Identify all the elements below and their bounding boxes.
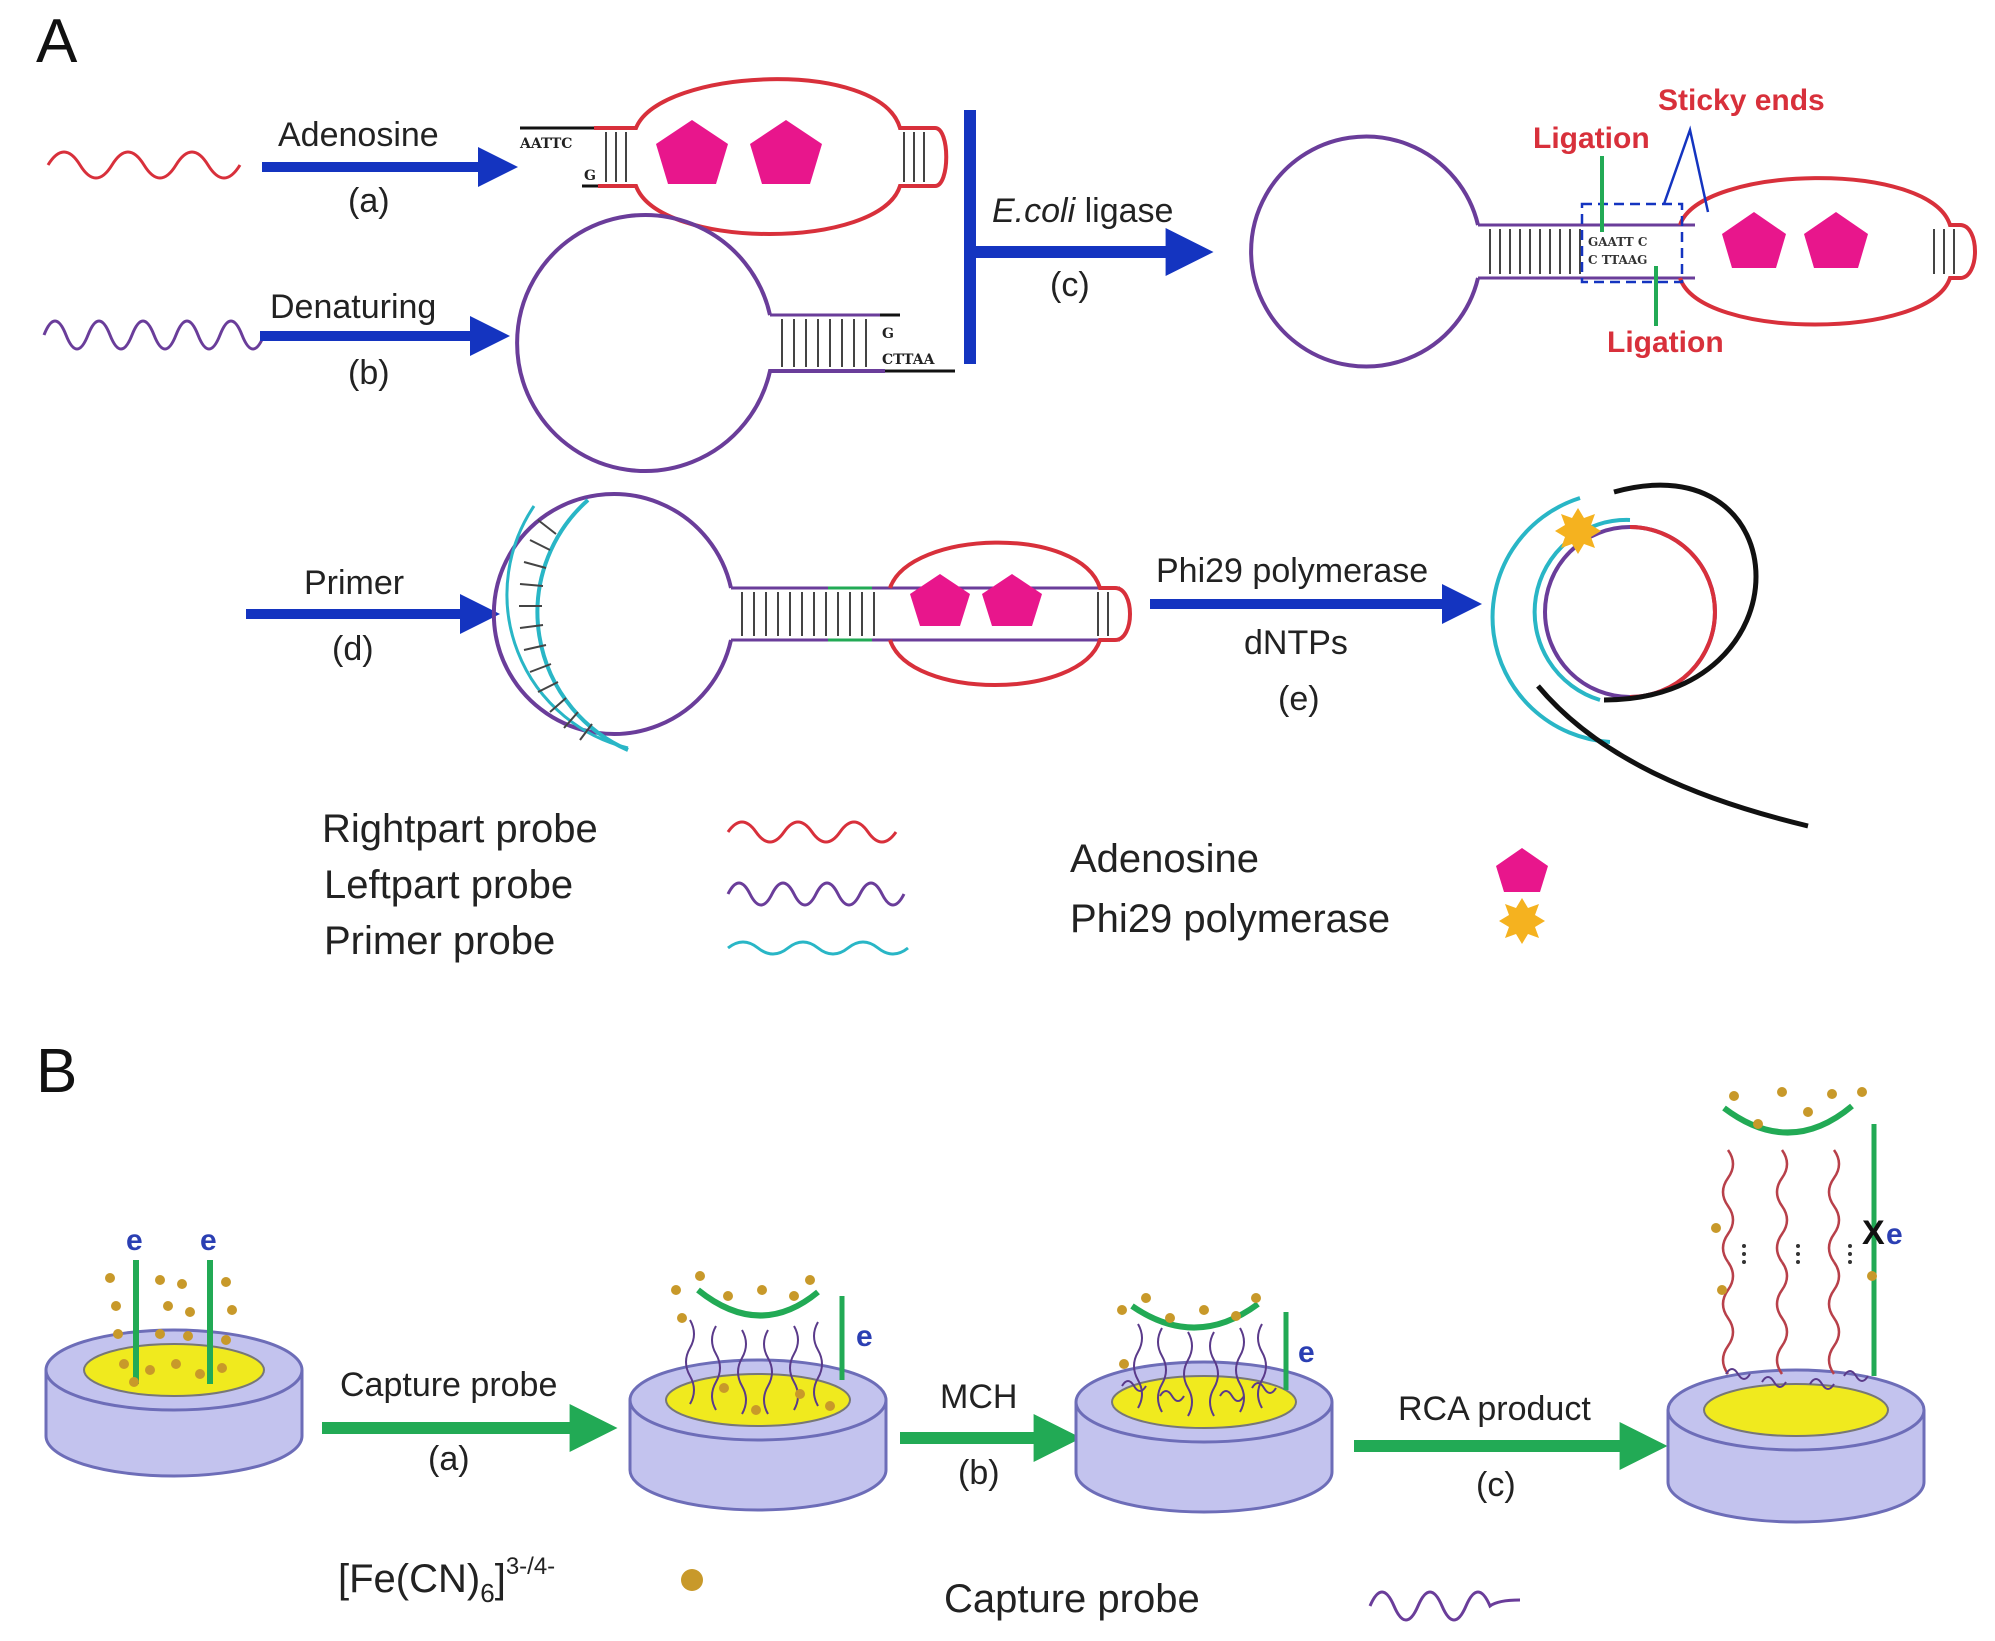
- step-b-label-c: (c): [1476, 1466, 1516, 1504]
- adenosine-icon: [1722, 212, 1786, 268]
- reagent-primer: Primer: [304, 564, 404, 602]
- seq-aattc: AATTC: [519, 136, 572, 152]
- panel-label-a: A: [36, 7, 78, 76]
- electrode-rca-product: X e: [1666, 1087, 1926, 1524]
- adenosine-icon: [1804, 212, 1868, 268]
- legend-redox-dot: [681, 1569, 703, 1591]
- adenosine-icon: [982, 574, 1042, 626]
- reagent-denaturing: Denaturing: [270, 288, 436, 326]
- label-ligation-bottom: Ligation: [1607, 326, 1724, 359]
- legend-adenosine-icon: [1496, 848, 1548, 892]
- adenosine-icon: [910, 574, 970, 626]
- blocked-mark: X: [1862, 1214, 1885, 1252]
- legend-rightpart-label: Rightpart probe: [322, 807, 598, 851]
- electron-label: e: [1886, 1218, 1903, 1251]
- seq-cttaa: CTTAA: [882, 352, 936, 368]
- phi29-icon: [1555, 508, 1601, 554]
- electron-label: e: [1298, 1336, 1315, 1369]
- step-label-d: (d): [332, 630, 374, 668]
- step-label-e: (e): [1278, 680, 1320, 718]
- electron-label: e: [126, 1224, 143, 1257]
- reagent-ecoli-ligase: E.coli ligase: [992, 192, 1173, 230]
- legend-capture-probe-label: Capture probe: [944, 1577, 1200, 1621]
- step-label-c: (c): [1050, 266, 1090, 304]
- legend-ferricyanide-label: [Fe(CN)6]3-/4-: [338, 1553, 555, 1608]
- primer-bound-probe: [491, 492, 1132, 752]
- legend-primer-label: Primer probe: [324, 919, 555, 963]
- reagent-capture-probe: Capture probe: [340, 1366, 557, 1404]
- sticky-ends-box: [1580, 202, 1684, 284]
- rightpart-probe-strand: [46, 150, 242, 180]
- electrode-mch-blocked: e: [1074, 1293, 1334, 1514]
- leftpart-probe-hairpin: G CTTAA: [515, 213, 955, 473]
- seq-cttaag: C TTAAG: [1588, 253, 1647, 267]
- legend-leftpart-label: Leftpart probe: [324, 863, 573, 907]
- step-b-label-a: (a): [428, 1440, 470, 1478]
- label-sticky-ends: Sticky ends: [1658, 84, 1825, 117]
- sticky-ends-pointer: [1662, 125, 1710, 213]
- legend-phi29-label: Phi29 polymerase: [1070, 897, 1390, 941]
- reagent-dntps: dNTPs: [1244, 624, 1348, 662]
- adenosine-icon: [750, 120, 822, 184]
- seq-g-top: G: [882, 326, 894, 342]
- seq-gaattc: GAATT C: [1588, 235, 1647, 249]
- reagent-rca-product: RCA product: [1398, 1390, 1591, 1428]
- rca-circle-product: [1490, 482, 1809, 829]
- legend-capture-probe-swatch: [1368, 1590, 1521, 1622]
- step-b-label-b: (b): [958, 1454, 1000, 1492]
- legend-leftpart-swatch: [726, 881, 906, 907]
- legend-primer-swatch: [727, 940, 909, 956]
- legend-phi29-icon: [1499, 898, 1545, 944]
- leftpart-probe-strand: [42, 319, 266, 351]
- legend-adenosine-label: Adenosine: [1070, 837, 1259, 881]
- label-ligation-top: Ligation: [1533, 122, 1650, 155]
- legend-rightpart-swatch: [726, 820, 898, 844]
- electron-label: e: [856, 1320, 873, 1353]
- reagent-adenosine: Adenosine: [278, 116, 439, 154]
- panel-label-b: B: [36, 1037, 77, 1106]
- step-label-a: (a): [348, 182, 390, 220]
- electrode-bare: e e: [44, 1224, 304, 1478]
- adenosine-icon: [656, 120, 728, 184]
- seq-g-bottom: G: [584, 168, 596, 184]
- reagent-phi29: Phi29 polymerase: [1156, 552, 1428, 590]
- ligated-circle-probe: GAATT C C TTAAG: [1249, 134, 1977, 369]
- electrode-capture-probe: e: [628, 1271, 888, 1512]
- electron-label: e: [200, 1224, 217, 1257]
- reagent-mch: MCH: [940, 1378, 1017, 1416]
- rightpart-probe-aptamer: AATTC G: [519, 77, 949, 236]
- step-label-b: (b): [348, 354, 390, 392]
